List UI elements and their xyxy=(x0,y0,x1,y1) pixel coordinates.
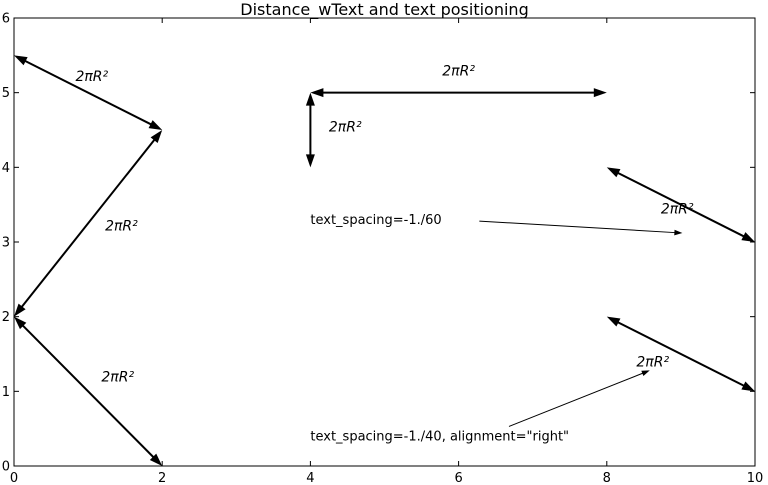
double-arrow-shaft xyxy=(21,58,155,127)
arrow-head xyxy=(14,55,28,66)
arrow-head xyxy=(14,303,26,317)
arrow-label: 2πR² xyxy=(661,201,694,217)
arrow-head xyxy=(148,120,163,130)
y-tick-label: 0 xyxy=(2,460,10,475)
arrow-head xyxy=(14,316,27,330)
annotation-line xyxy=(479,220,677,234)
double-arrow-shaft xyxy=(614,319,748,389)
x-tick-label: 2 xyxy=(158,471,166,485)
x-tick-label: 8 xyxy=(603,471,611,485)
arrow-label: 2πR² xyxy=(101,369,134,385)
y-tick-label: 4 xyxy=(2,161,10,176)
annotation-text: text_spacing=-1./40, alignment="right" xyxy=(310,430,569,445)
arrow-label: 2πR² xyxy=(329,119,362,135)
annotation-arrow-head xyxy=(641,370,650,376)
arrow-head xyxy=(310,88,324,98)
arrow-head xyxy=(305,92,315,106)
arrow-head xyxy=(606,316,621,327)
arrow-head xyxy=(305,154,315,168)
x-tick-label: 0 xyxy=(10,471,18,485)
chart-title: Distance_wText and text positioning xyxy=(240,0,529,19)
arrow-label: 2πR² xyxy=(75,69,108,85)
y-tick-label: 1 xyxy=(2,385,10,400)
y-tick-label: 2 xyxy=(2,310,10,325)
arrow-head xyxy=(606,167,621,178)
x-tick-label: 6 xyxy=(454,471,462,485)
arrow-head xyxy=(741,381,755,392)
arrow-head xyxy=(741,232,755,242)
double-arrow-shaft xyxy=(19,322,157,461)
x-tick-label: 10 xyxy=(747,471,764,485)
double-arrow-shaft xyxy=(614,170,748,239)
annotation-arrow-head xyxy=(674,229,683,236)
annotation-line xyxy=(508,372,645,427)
double-arrow-shaft xyxy=(18,136,158,311)
arrow-head xyxy=(593,88,607,98)
y-tick-label: 3 xyxy=(2,236,10,251)
arrow-label: 2πR² xyxy=(442,63,475,79)
arrow-head xyxy=(149,453,163,466)
annotation-text: text_spacing=-1./60 xyxy=(310,213,441,228)
arrow-label: 2πR² xyxy=(636,354,669,370)
arrow-label: 2πR² xyxy=(105,219,138,235)
y-tick-label: 6 xyxy=(2,12,10,27)
arrow-head xyxy=(150,130,163,143)
y-tick-label: 5 xyxy=(2,86,10,101)
x-tick-label: 4 xyxy=(306,471,314,485)
